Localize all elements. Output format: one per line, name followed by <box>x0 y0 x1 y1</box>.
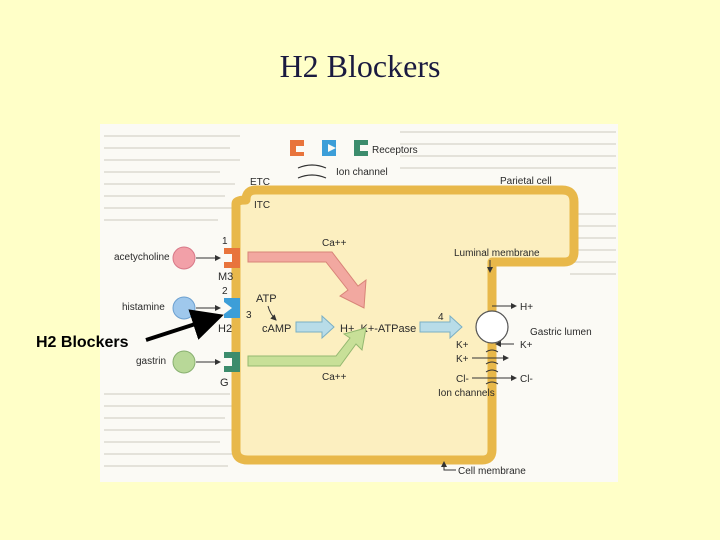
ca-top-label: Ca++ <box>322 238 347 249</box>
ion-h-label: H+ <box>520 302 533 313</box>
luminal-membrane-label: Luminal membrane <box>454 248 540 259</box>
ca-arrow-bottom <box>247 327 367 367</box>
proton-pump <box>475 310 509 344</box>
slide-title: H2 Blockers <box>279 48 441 84</box>
pump-arrow <box>419 314 463 340</box>
svg-text:1: 1 <box>222 236 228 247</box>
ion-k-in-2-label: K+ <box>456 354 469 365</box>
cell-membrane-label: Cell membrane <box>458 466 526 477</box>
atp-to-camp-arrow <box>267 305 277 321</box>
step-3-label: 3 <box>246 310 252 321</box>
ion-cl-out-label: Cl- <box>520 374 533 385</box>
atp-label: ATP <box>256 293 277 305</box>
ion-channel-symbols <box>485 349 499 385</box>
ion-channels-label: Ion channels <box>438 388 495 399</box>
legend: Receptors Ion channel <box>290 140 418 179</box>
h2-blockers-annotation: H2 Blockers <box>36 334 129 351</box>
ligand-acetycholine: acetycholine <box>114 246 221 270</box>
svg-text:acetycholine: acetycholine <box>114 252 170 263</box>
svg-text:histamine: histamine <box>122 302 165 313</box>
camp-label: cAMP <box>262 323 291 335</box>
legend-receptors-label: Receptors <box>372 145 418 156</box>
parietal-cell-figure: Receptors Ion channel ETC ITC Parietal c… <box>100 124 618 482</box>
ligand-gastrin: gastrin <box>136 350 221 374</box>
ca-bottom-label: Ca++ <box>322 372 347 383</box>
parietal-cell-label: Parietal cell <box>500 176 552 187</box>
ion-k-out-label: K+ <box>520 340 533 351</box>
gastric-lumen-label: Gastric lumen <box>530 327 592 338</box>
background-text-lines <box>104 131 616 467</box>
receptor-g: G <box>220 352 240 389</box>
ca-arrow-top <box>247 251 367 309</box>
legend-ion-channel-label: Ion channel <box>336 167 388 178</box>
ion-channel-icon <box>297 164 327 179</box>
ion-k-in-1-label: K+ <box>456 340 469 351</box>
receptor-m3: 1 M3 <box>218 236 240 283</box>
itc-label: ITC <box>254 200 270 211</box>
ion-cl-in-label: Cl- <box>456 374 469 385</box>
svg-text:gastrin: gastrin <box>136 356 166 367</box>
step-2-label: 2 <box>222 286 228 297</box>
svg-text:G: G <box>220 377 229 389</box>
etc-label: ETC <box>250 177 270 188</box>
step-4-label: 4 <box>438 312 444 323</box>
camp-arrow <box>295 314 335 340</box>
svg-text:M3: M3 <box>218 271 233 283</box>
